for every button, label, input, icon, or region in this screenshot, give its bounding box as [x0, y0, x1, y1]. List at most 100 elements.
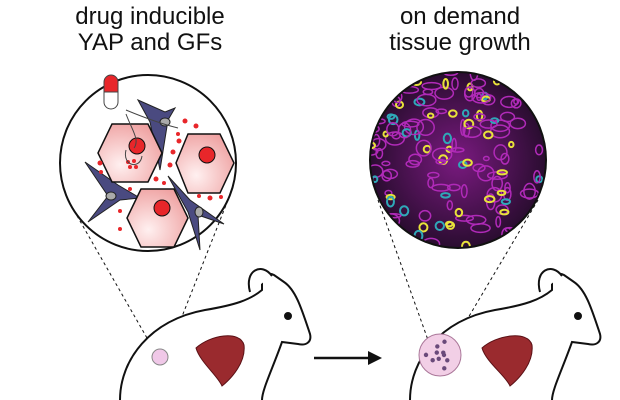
right-panel-title: on demand tissue growth	[350, 4, 570, 56]
tissue-cell	[504, 181, 511, 194]
tissue-cell	[540, 87, 546, 97]
growth-factor-dots	[97, 118, 223, 231]
tissue-cell	[370, 111, 376, 120]
tissue-cell	[450, 147, 465, 153]
liver-icon	[195, 335, 245, 387]
tissue-cell	[435, 158, 447, 165]
tissue-cell	[506, 231, 515, 240]
tissue-cell	[431, 183, 451, 192]
tissue-cell	[399, 205, 410, 217]
implant-cell	[441, 350, 446, 355]
tissue-cell	[508, 140, 515, 149]
tissue-cell	[370, 72, 375, 80]
tissue-cell	[534, 144, 544, 156]
tissue-cell	[416, 118, 435, 137]
tissue-cell	[462, 158, 473, 167]
tissue-cell	[472, 163, 486, 173]
tissue-cell	[470, 78, 487, 89]
drug-pill-icon	[103, 74, 119, 110]
tissue-cell	[515, 85, 530, 97]
tissue-cell	[386, 195, 395, 208]
mouse-before	[119, 268, 312, 400]
tissue-cell	[386, 113, 396, 120]
tissue-cell	[471, 91, 492, 104]
tissue-cell	[465, 214, 487, 226]
grown-implant	[418, 333, 462, 377]
tissue-cell	[418, 209, 432, 222]
tissue-cell	[495, 238, 516, 247]
tissue-cell	[530, 82, 541, 94]
tissue-cell	[403, 118, 425, 136]
tissue-cell	[422, 88, 434, 96]
tissue-cell	[483, 195, 496, 204]
tissue-cell	[528, 101, 539, 108]
tissue-cell	[473, 113, 486, 121]
tissue-cell	[477, 165, 495, 182]
tissue-cell	[463, 118, 475, 130]
right-title-line2: tissue growth	[389, 29, 531, 56]
tissue-cell	[397, 122, 412, 139]
tissue-cell	[370, 72, 377, 81]
tissue-cell	[447, 183, 461, 192]
tissue-cell	[426, 112, 435, 119]
tissue-cell	[491, 175, 504, 192]
tissue-cell	[460, 183, 468, 199]
progression-arrow	[314, 351, 382, 365]
implant-cell	[445, 358, 450, 363]
tissue-cell	[500, 95, 519, 109]
tissue-cell	[500, 198, 511, 206]
tissue-cell	[490, 119, 511, 133]
hepatocyte	[97, 123, 163, 183]
tissue-cell	[462, 125, 482, 139]
small-implant	[151, 348, 169, 366]
tissue-cell	[451, 77, 459, 91]
implant-cell	[442, 366, 447, 371]
tissue-cell	[442, 132, 452, 145]
zoom-guide-lines	[67, 199, 539, 353]
tissue-cell	[427, 177, 435, 189]
tissue-cell	[476, 93, 482, 102]
tissue-cell	[483, 130, 494, 140]
tissue-micrograph	[369, 71, 547, 249]
tissue-cell	[385, 193, 396, 201]
tissue-cell	[444, 220, 454, 228]
tissue-cell	[496, 169, 508, 176]
tissue-cell	[427, 171, 440, 179]
tissue-cell	[393, 72, 405, 79]
tissue-cell	[413, 97, 426, 107]
tissue-cell	[509, 117, 527, 130]
tissue-cell	[461, 109, 470, 118]
tissue-cell	[496, 189, 507, 196]
tissue-cell	[384, 72, 403, 83]
implant-cell	[434, 350, 439, 355]
tissue-cell	[440, 192, 451, 199]
tissue-cell	[473, 87, 485, 99]
right-title-line1: on demand	[399, 3, 521, 30]
tissue-cell	[454, 207, 464, 218]
left-title-line1: drug inducible	[75, 3, 225, 30]
left-panel-title: drug inducible YAP and GFs	[40, 4, 260, 56]
implant-cell	[442, 339, 447, 344]
tissue-cell	[376, 236, 391, 248]
tissue-cell	[446, 200, 454, 211]
tissue-cell	[499, 208, 510, 216]
tissue-cell	[533, 169, 541, 184]
tissue-cell	[381, 160, 391, 167]
tissue-cell	[523, 182, 536, 200]
tissue-cell	[370, 215, 382, 223]
tissue-cell	[376, 101, 388, 108]
tissue-cell	[370, 233, 390, 241]
tissue-cell	[495, 215, 502, 228]
tissue-cell	[382, 168, 399, 180]
tissue-cell	[418, 222, 429, 233]
tissue-cell	[413, 240, 423, 248]
cell-niche-illustration	[59, 74, 237, 252]
tissue-cell	[431, 147, 453, 162]
implant-cell	[436, 356, 441, 361]
tissue-cell	[500, 152, 510, 165]
left-title-line2: YAP and GFs	[77, 29, 223, 56]
tissue-cell	[415, 139, 432, 157]
tissue-cell	[434, 220, 445, 232]
tissue-cell	[479, 119, 498, 129]
